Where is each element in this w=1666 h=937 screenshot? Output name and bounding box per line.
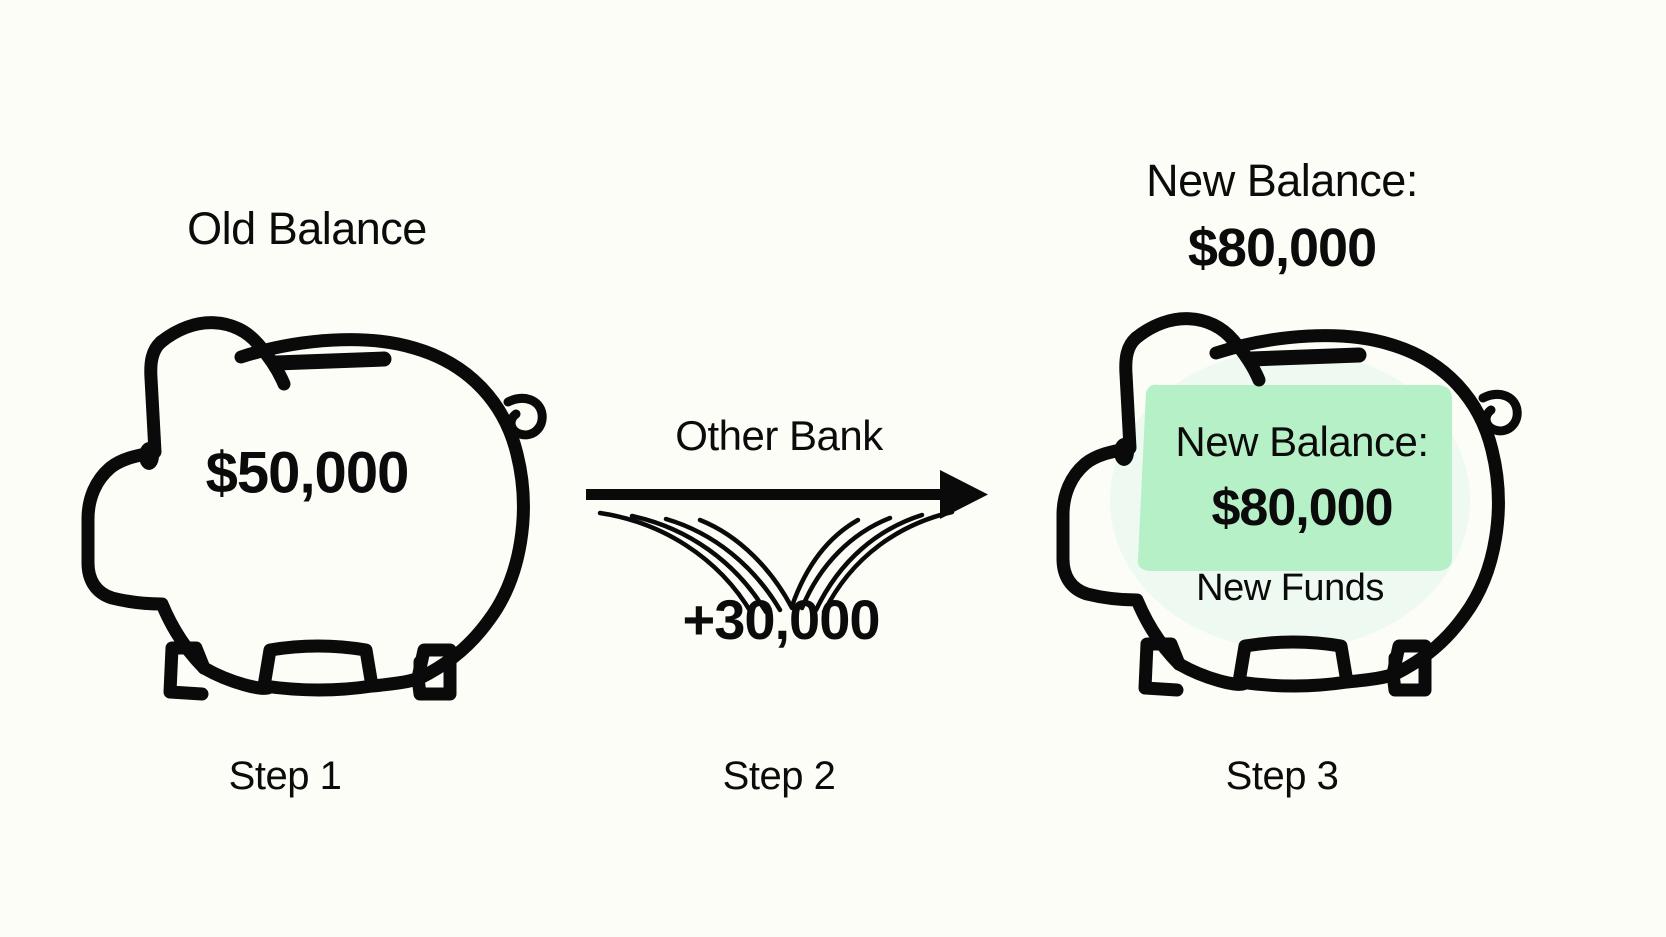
other-bank-label: Other Bank [675,412,883,459]
piggy-eye-right [1114,438,1134,466]
old-balance-title: Old Balance [187,203,427,254]
piggy-bank-icon-right [1056,312,1522,697]
old-balance-amount: $50,000 [205,440,410,506]
arrow-right-icon [586,470,988,519]
new-balance-title: New Balance: [1146,155,1418,206]
step-1-caption: Step 1 [228,754,342,798]
new-funds-green-block [1137,384,1452,571]
inner-new-balance-title: New Balance: [1175,418,1429,465]
transfer-amount: +30,000 [682,588,881,651]
new-funds-note: New Funds [1196,567,1384,609]
money-flow-lines [597,509,955,617]
piggy-eye-left [139,442,159,470]
step-2-caption: Step 2 [722,754,836,798]
new-balance-amount: $80,000 [1187,218,1377,278]
inner-new-balance-amount: $80,000 [1211,479,1394,537]
piggy-bank-icon-left [81,316,547,701]
step-3-caption: Step 3 [1225,754,1339,798]
